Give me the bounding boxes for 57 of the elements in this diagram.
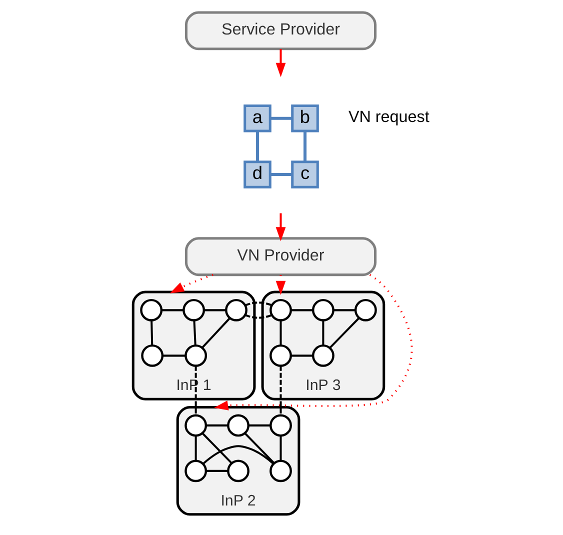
connector — [162, 309, 184, 312]
connector — [162, 354, 186, 357]
connector — [206, 424, 228, 426]
cluster: InP 1 — [132, 290, 256, 400]
connector — [333, 309, 356, 312]
node-circle — [312, 344, 334, 367]
label: VN request — [348, 108, 430, 126]
connector — [280, 320, 282, 346]
node-circle — [312, 298, 334, 322]
connector — [202, 445, 274, 465]
node-circle — [225, 298, 248, 322]
connector — [244, 432, 275, 464]
connector — [280, 436, 282, 461]
connector — [303, 131, 307, 162]
node-box: c — [291, 160, 319, 188]
connector — [204, 309, 226, 312]
connector — [291, 354, 313, 357]
node-box: Service Provider — [184, 11, 377, 50]
node-circle — [270, 414, 292, 437]
connector — [322, 320, 324, 346]
cluster: InP 3 — [261, 290, 386, 400]
node-box: a — [244, 104, 272, 132]
connector — [194, 436, 197, 461]
connector — [291, 309, 313, 312]
connector — [248, 424, 270, 426]
connector — [270, 116, 292, 120]
arrow — [276, 213, 286, 242]
connector — [206, 470, 228, 472]
node-circle — [227, 460, 250, 482]
connector — [256, 131, 259, 162]
connector — [280, 366, 282, 415]
node-circle — [354, 298, 377, 322]
connector — [194, 366, 197, 415]
connector — [329, 317, 360, 348]
node-circle — [184, 344, 208, 367]
connector — [202, 432, 232, 464]
node-circle — [270, 298, 292, 322]
connector — [202, 318, 230, 348]
arrow — [276, 48, 286, 78]
arrow — [276, 275, 286, 296]
node-circle — [141, 344, 164, 367]
node-box: d — [244, 160, 272, 188]
node-box: b — [291, 104, 319, 132]
connector — [244, 302, 272, 319]
node-circle — [270, 344, 292, 367]
arrow — [214, 274, 413, 410]
connector — [193, 320, 196, 346]
connector — [270, 172, 292, 176]
node-circle — [182, 298, 206, 322]
cluster: InP 2 — [176, 406, 300, 516]
node-circle — [140, 298, 163, 322]
connector — [150, 320, 154, 346]
node-circle — [227, 414, 250, 437]
node-circle — [184, 414, 208, 437]
node-box: VN Provider — [184, 237, 377, 276]
node-circle — [270, 460, 292, 482]
node-circle — [184, 460, 208, 482]
